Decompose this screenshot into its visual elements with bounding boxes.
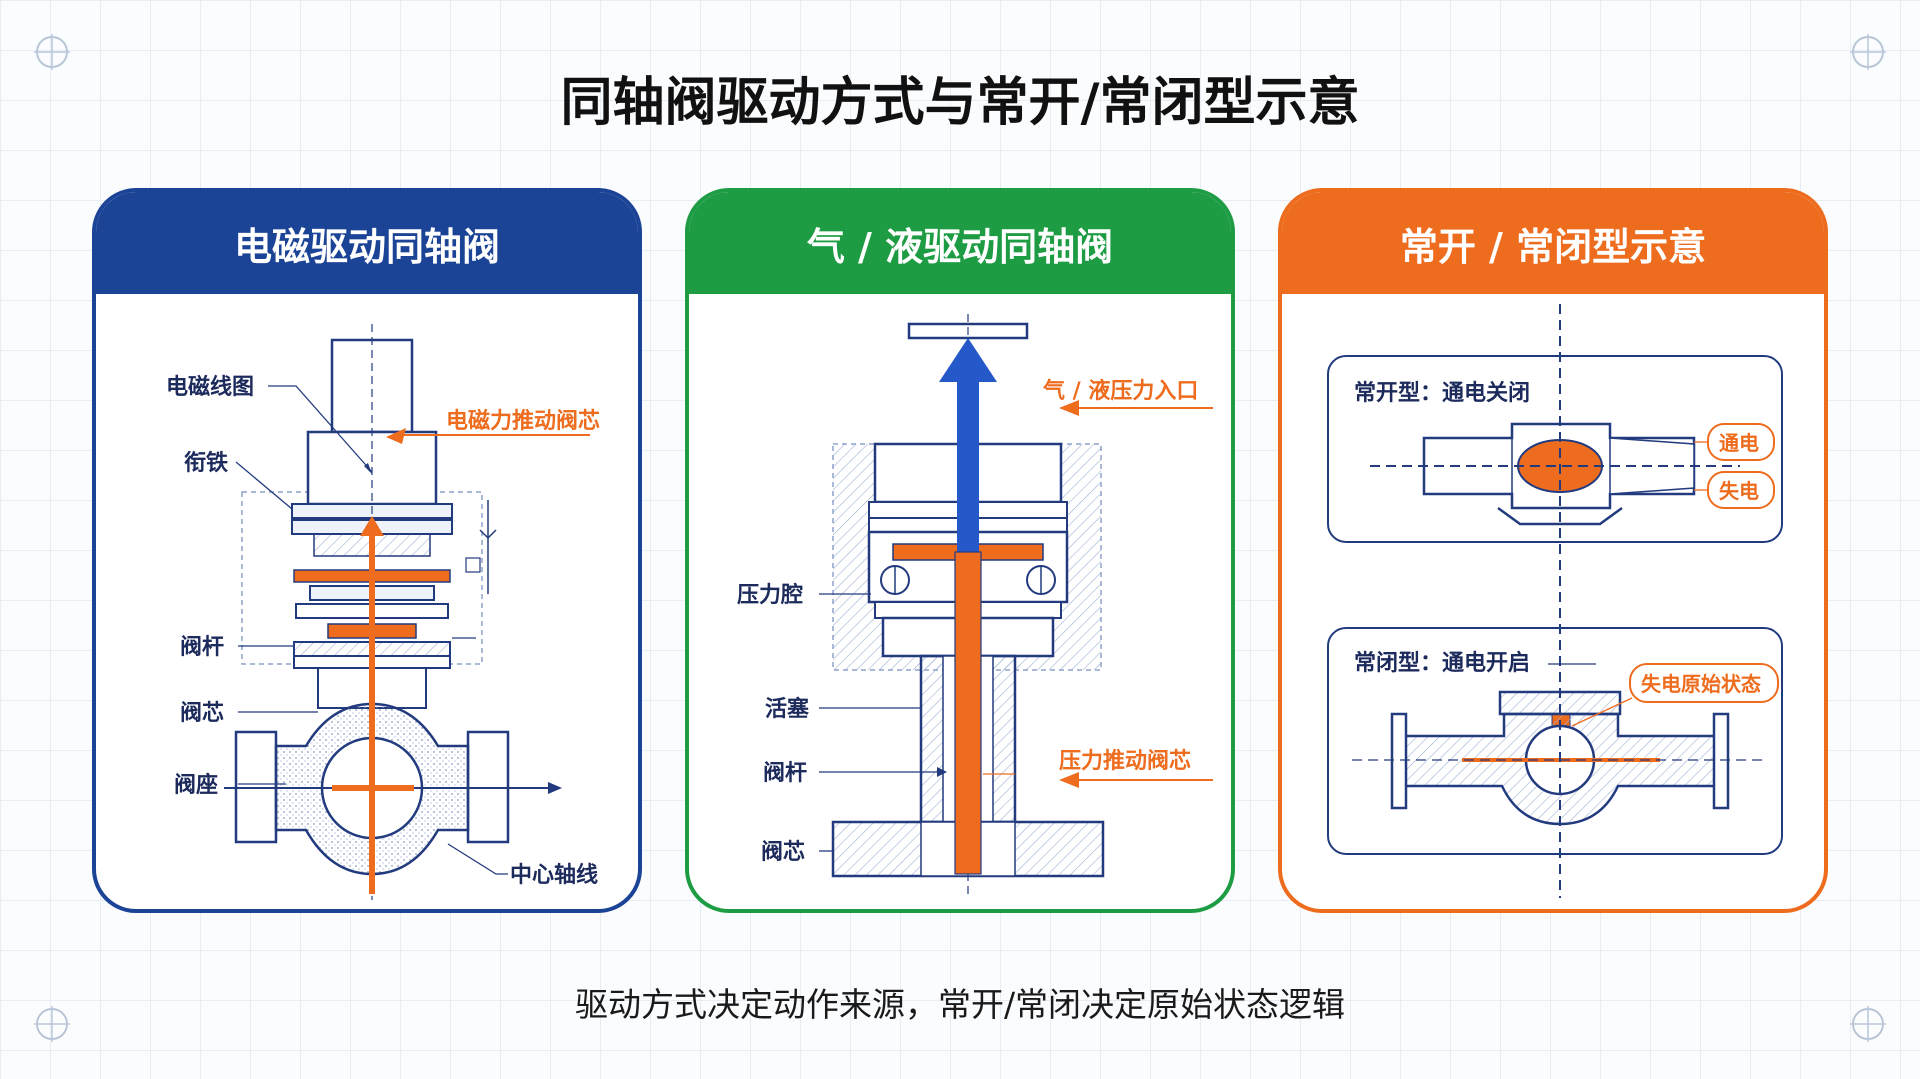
nc-left-flange — [1390, 712, 1408, 810]
label-chamber: 压力腔 — [737, 582, 803, 608]
leader-force-head — [1059, 772, 1079, 788]
label-stem: 阀杆 — [180, 635, 224, 660]
dim-tick — [479, 529, 497, 540]
label-force: 电磁力推动阀芯 — [446, 408, 600, 434]
corner-mark-top-left — [34, 34, 70, 70]
axis-arrowhead — [548, 782, 562, 794]
orange-rod — [954, 551, 982, 875]
tag-original-leader — [1571, 697, 1633, 727]
blue-arrow-shaft — [957, 378, 979, 562]
tag-original-text: 失电原始状态 — [1641, 672, 1761, 696]
nc-box-title: 常闭型：通电开启 — [1354, 650, 1530, 676]
panel-header-no-nc: 常开 / 常闭型示意 — [1282, 192, 1824, 294]
leader-axis — [447, 843, 508, 875]
no-valve-taper-left — [1423, 437, 1513, 495]
corner-mark-bottom-left — [34, 1006, 70, 1042]
leader-coil-head — [364, 463, 372, 474]
solenoid-valve-diagram: 电磁线图 衔铁 阀杆 阀芯 阀座 中心轴线 电磁力推动阀芯 — [166, 324, 600, 900]
corner-mark-top-right — [1850, 34, 1886, 70]
blue-arrow-head — [939, 338, 997, 382]
leader-stem-head — [937, 767, 947, 777]
tag-deenergized-text: 失电 — [1719, 479, 1759, 503]
no-nc-diagram: 常开型：通电关闭 通电 失电 常闭型：通电开启 失电原始状态 — [1327, 304, 1783, 898]
label-stem: 阀杆 — [763, 761, 807, 786]
page-title: 同轴阀驱动方式与常开/常闭型示意 — [560, 73, 1360, 133]
label-armature: 衔铁 — [184, 450, 228, 476]
tag-energized-text: 通电 — [1719, 431, 1759, 455]
tag-deenergized — [1707, 471, 1775, 509]
label-seat: 阀座 — [174, 772, 218, 798]
label-piston: 活塞 — [765, 696, 810, 722]
tag-original — [1629, 663, 1779, 703]
tag-energized — [1707, 423, 1775, 461]
label-core: 阀芯 — [761, 840, 805, 865]
panel-header-pneumatic: 气 / 液驱动同轴阀 — [689, 192, 1231, 294]
label-force: 压力推动阀芯 — [1059, 749, 1191, 774]
panel-title-solenoid: 电磁驱动同轴阀 — [233, 224, 500, 269]
panel-no-nc: 常开 / 常闭型示意 常开型：通电关闭 通电 失电 常闭型：通电开启 — [1278, 188, 1828, 913]
leader-armature — [235, 461, 293, 510]
leader-inlet-head — [1059, 400, 1079, 416]
label-coil: 电磁线图 — [166, 374, 254, 400]
corner-mark-bottom-right — [1850, 1006, 1886, 1042]
leader-force-head — [386, 428, 406, 444]
label-inlet: 气 / 液压力入口 — [1042, 378, 1198, 404]
panel-title-no-nc: 常开 / 常闭型示意 — [1399, 224, 1707, 269]
dim-box — [465, 557, 481, 573]
panel-header-solenoid: 电磁驱动同轴阀 — [96, 192, 638, 294]
leader-coil — [268, 385, 373, 473]
pneumatic-valve-diagram: 气 / 液压力入口 压力腔 活塞 阀杆 阀芯 压力推动阀芯 — [737, 314, 1213, 898]
label-axis: 中心轴线 — [510, 862, 598, 888]
panel-title-pneumatic: 气 / 液驱动同轴阀 — [806, 224, 1114, 269]
nc-right-flange — [1712, 712, 1730, 810]
panel-solenoid: 电磁驱动同轴阀 — [92, 188, 642, 913]
label-core: 阀芯 — [180, 701, 224, 726]
panel-pneumatic: 气 / 液驱动同轴阀 — [685, 188, 1235, 913]
force-arrow-head — [360, 516, 384, 536]
no-box-title: 常开型：通电关闭 — [1354, 380, 1530, 406]
page-caption: 驱动方式决定动作来源，常开/常闭决定原始状态逻辑 — [574, 985, 1346, 1024]
no-valve-foot — [1497, 506, 1623, 526]
